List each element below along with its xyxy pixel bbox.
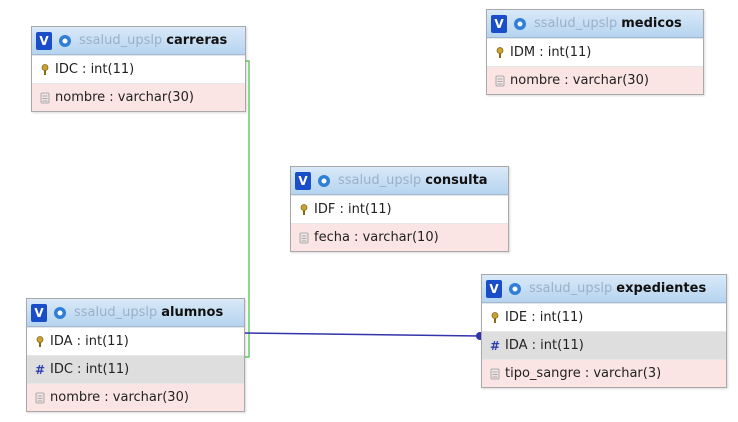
column-label: nombre : varchar(30) bbox=[55, 90, 194, 105]
column-label: IDC : int(11) bbox=[50, 362, 130, 377]
table-name: medicos bbox=[621, 16, 682, 31]
database-name: ssalud_upslp bbox=[79, 33, 163, 48]
column-label: IDC : int(11) bbox=[55, 62, 135, 77]
gear-icon[interactable] bbox=[57, 33, 73, 49]
foreign-key-icon: # bbox=[489, 338, 501, 353]
column-label: IDA : int(11) bbox=[505, 338, 584, 353]
column-icon bbox=[31, 392, 49, 404]
key-icon bbox=[486, 311, 504, 324]
column-label: fecha : varchar(10) bbox=[314, 230, 439, 245]
column-row[interactable]: tipo_sangre : varchar(3) bbox=[482, 359, 726, 387]
toggle-button[interactable]: V bbox=[491, 14, 507, 33]
key-icon bbox=[31, 335, 49, 348]
table-name: alumnos bbox=[161, 305, 224, 320]
table-medicos[interactable]: V ssalud_upslp medicos IDM : int(11) nom… bbox=[486, 9, 704, 95]
table-expedientes[interactable]: V ssalud_upslp expedientes IDE : int(11)… bbox=[481, 274, 727, 388]
table-consulta[interactable]: V ssalud_upslp consulta IDF : int(11) fe… bbox=[290, 166, 509, 252]
gear-icon[interactable] bbox=[507, 281, 523, 297]
table-name: expedientes bbox=[616, 281, 707, 296]
column-label: IDF : int(11) bbox=[314, 202, 392, 217]
table-name: consulta bbox=[425, 173, 488, 188]
column-row[interactable]: IDE : int(11) bbox=[482, 303, 726, 331]
key-icon bbox=[491, 46, 509, 59]
column-row[interactable]: # IDC : int(11) bbox=[27, 355, 244, 383]
column-icon bbox=[491, 75, 509, 87]
column-row[interactable]: nombre : varchar(30) bbox=[487, 66, 703, 94]
table-header[interactable]: V ssalud_upslp carreras bbox=[32, 27, 245, 55]
column-label: IDM : int(11) bbox=[510, 45, 592, 60]
table-header[interactable]: V ssalud_upslp expedientes bbox=[482, 275, 726, 303]
table-name: carreras bbox=[166, 33, 228, 48]
gear-icon[interactable] bbox=[512, 16, 528, 32]
column-icon bbox=[295, 232, 313, 244]
relation-alumnos-expedientes[interactable] bbox=[243, 332, 481, 337]
column-row[interactable]: nombre : varchar(30) bbox=[32, 83, 245, 111]
table-carreras[interactable]: V ssalud_upslp carreras IDC : int(11) no… bbox=[31, 26, 246, 112]
column-row[interactable]: nombre : varchar(30) bbox=[27, 383, 244, 411]
column-label: nombre : varchar(30) bbox=[50, 390, 189, 405]
column-row[interactable]: IDA : int(11) bbox=[27, 327, 244, 355]
table-header[interactable]: V ssalud_upslp medicos bbox=[487, 10, 703, 38]
foreign-key-icon: # bbox=[34, 362, 46, 377]
toggle-button[interactable]: V bbox=[295, 171, 311, 190]
column-row[interactable]: IDM : int(11) bbox=[487, 38, 703, 66]
table-alumnos[interactable]: V ssalud_upslp alumnos IDA : int(11) # I… bbox=[26, 298, 245, 412]
column-row[interactable]: IDF : int(11) bbox=[291, 195, 508, 223]
column-icon bbox=[486, 368, 504, 380]
column-label: IDE : int(11) bbox=[505, 310, 584, 325]
key-icon bbox=[36, 63, 54, 76]
table-header[interactable]: V ssalud_upslp consulta bbox=[291, 167, 508, 195]
database-name: ssalud_upslp bbox=[338, 173, 422, 188]
database-name: ssalud_upslp bbox=[74, 305, 158, 320]
column-row[interactable]: fecha : varchar(10) bbox=[291, 223, 508, 251]
gear-icon[interactable] bbox=[52, 305, 68, 321]
database-name: ssalud_upslp bbox=[529, 281, 613, 296]
column-row[interactable]: IDC : int(11) bbox=[32, 55, 245, 83]
table-header[interactable]: V ssalud_upslp alumnos bbox=[27, 299, 244, 327]
gear-icon[interactable] bbox=[316, 173, 332, 189]
toggle-button[interactable]: V bbox=[31, 303, 47, 322]
toggle-button[interactable]: V bbox=[486, 279, 502, 298]
column-label: IDA : int(11) bbox=[50, 334, 129, 349]
key-icon bbox=[295, 203, 313, 216]
column-label: tipo_sangre : varchar(3) bbox=[505, 366, 662, 381]
column-label: nombre : varchar(30) bbox=[510, 73, 649, 88]
column-row[interactable]: # IDA : int(11) bbox=[482, 331, 726, 359]
database-name: ssalud_upslp bbox=[534, 16, 618, 31]
toggle-button[interactable]: V bbox=[36, 31, 52, 50]
column-icon bbox=[36, 92, 54, 104]
